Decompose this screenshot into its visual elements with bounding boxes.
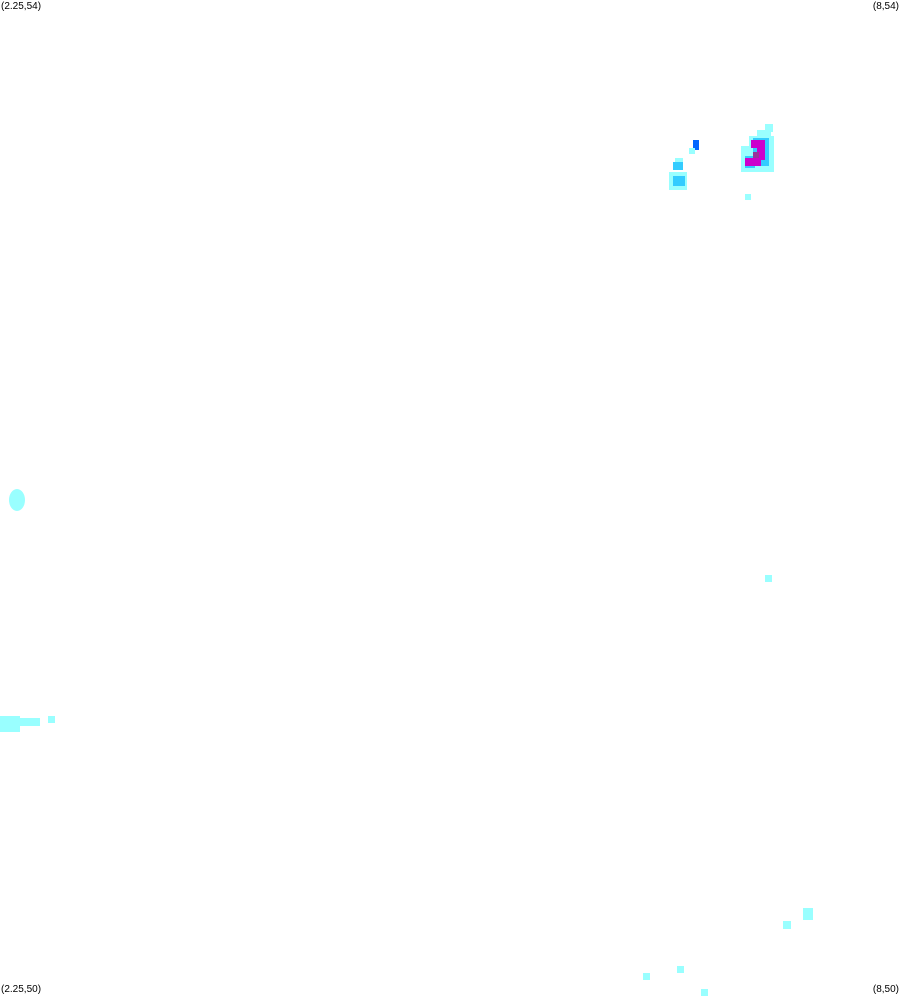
echo-cluster-southeast bbox=[643, 908, 813, 996]
echo-cluster-north-small bbox=[669, 140, 751, 200]
echo-cluster-west bbox=[0, 489, 55, 732]
corner-coordinate-bottom-left: (2.25,50) bbox=[1, 984, 42, 995]
corner-coordinate-top-left: (2.25,54) bbox=[1, 1, 42, 12]
echo-cluster-northeast bbox=[741, 124, 774, 172]
corner-coordinate-top-right: (8,54) bbox=[872, 1, 899, 12]
corner-coordinate-bottom-right: (8,50) bbox=[872, 984, 899, 995]
echo-cluster-east bbox=[765, 575, 772, 582]
